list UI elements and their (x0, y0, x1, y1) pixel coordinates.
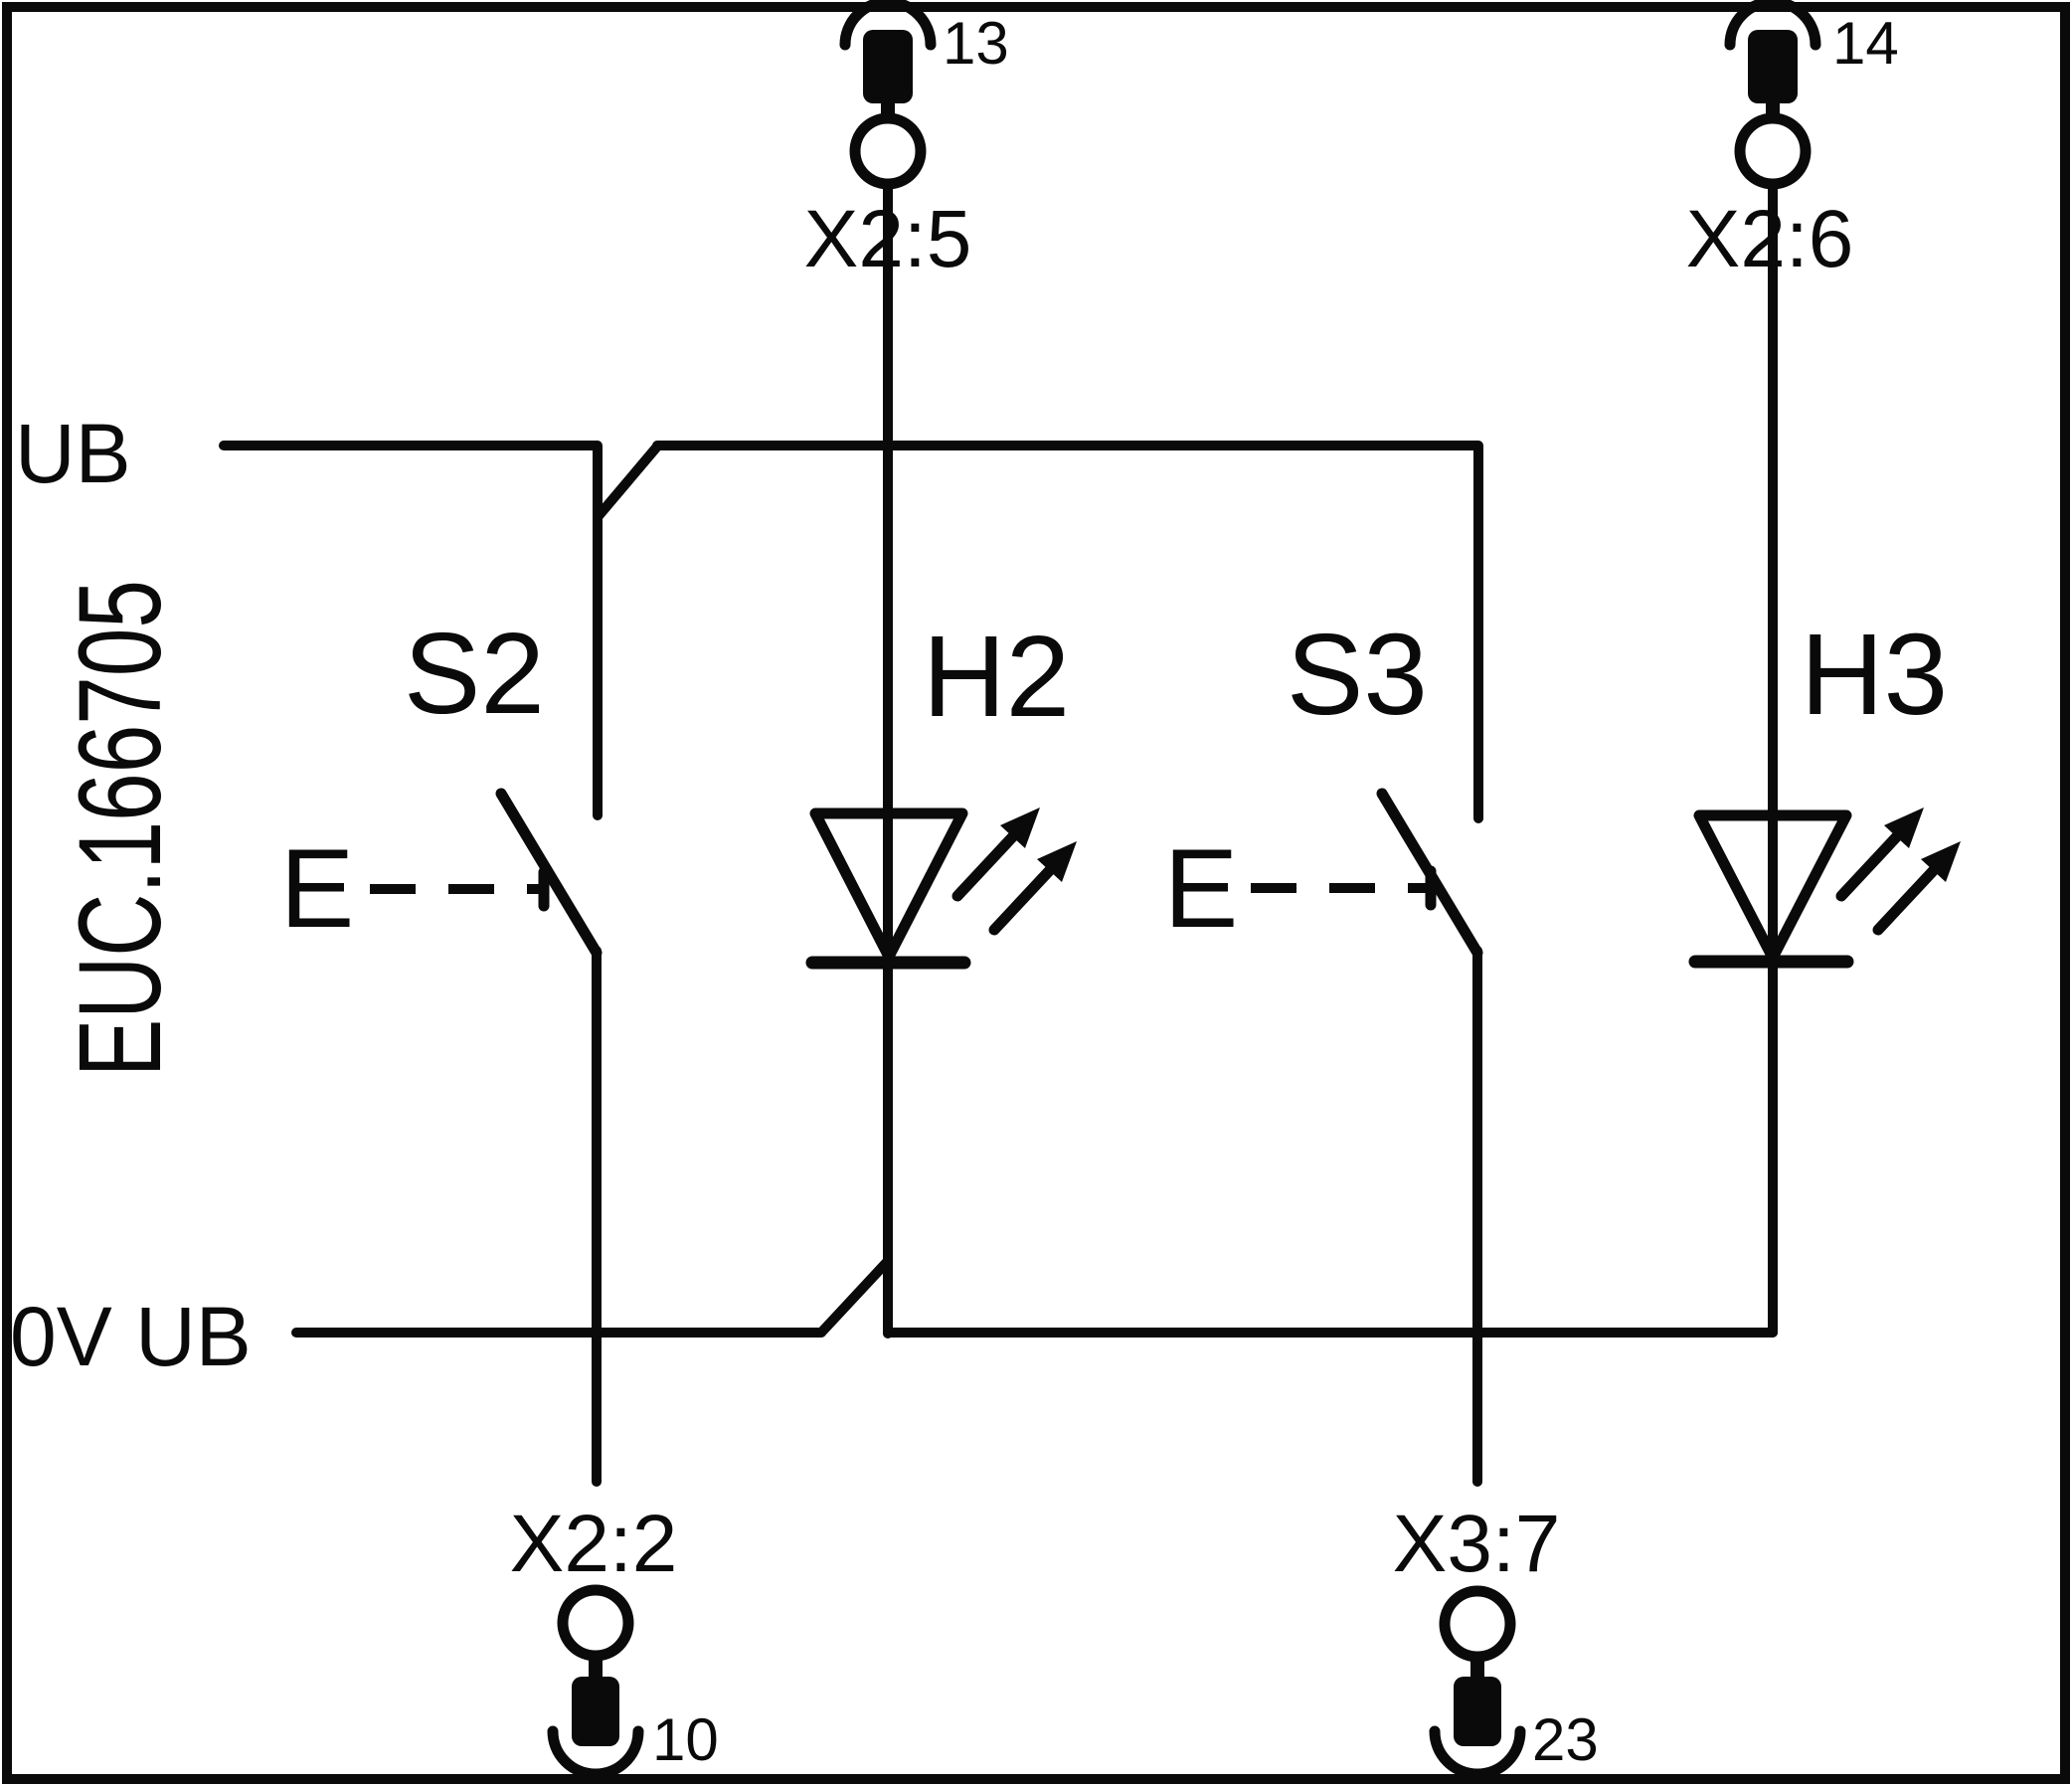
socket-circle-icon (1439, 1585, 1516, 1663)
terminal-name: X3:7 (1393, 1499, 1561, 1589)
ub-wire-left-segment (219, 441, 603, 820)
ub-branch-diagonal-joint (593, 442, 662, 522)
lamp-h3: H3 (1688, 184, 1961, 1338)
actuator-label: E (280, 826, 355, 951)
switch-blade (1376, 788, 1483, 959)
switch-s2: S2 E (280, 609, 603, 1487)
led-light-arrow-icon (957, 807, 1040, 896)
ub-wire-right-segment (652, 441, 1483, 823)
lamp-label: H2 (923, 612, 1070, 741)
switch-label: S3 (1287, 610, 1428, 739)
lamp-h2: H2 (805, 184, 1077, 1339)
plug-contact-icon (572, 1677, 619, 1746)
led-triangle-icon (1693, 809, 1852, 964)
connector-shield-arc-icon (1724, 0, 1821, 51)
pin-number: 14 (1832, 10, 1899, 77)
plug-contact-icon (863, 30, 913, 103)
connector-shield-arc-icon (547, 1725, 644, 1780)
zero-volt-rail: 0V UB (10, 1256, 1778, 1383)
rail-label-0v-ub: 0V UB (10, 1290, 252, 1383)
top-connector-x2-6: 14 X2:6 (1686, 0, 1899, 284)
ub-rail: UB (15, 407, 1483, 823)
rail-label-ub: UB (15, 407, 131, 500)
plug-contact-icon (1748, 30, 1798, 103)
connector-shield-arc-icon (1429, 1725, 1526, 1780)
led-light-arrow-icon (994, 841, 1077, 930)
plug-contact-icon (1454, 1677, 1501, 1746)
switch-s3: S3 E (1164, 610, 1483, 1487)
socket-circle-icon (849, 112, 927, 190)
socket-circle-icon (1734, 112, 1812, 190)
led-triangle-icon (809, 807, 968, 963)
socket-circle-icon (557, 1584, 634, 1662)
lamp-label: H3 (1801, 610, 1948, 739)
pin-number: 13 (943, 10, 1009, 77)
pin-number: 10 (652, 1706, 719, 1773)
top-connector-x2-5: 13 X2:5 (804, 0, 1009, 284)
zero-volt-branch-diagonal-joint (816, 1256, 893, 1338)
terminal-name: X2:2 (510, 1499, 678, 1589)
bottom-connector-x3-7: X3:7 23 (1393, 1499, 1599, 1780)
bottom-connector-x2-2: X2:2 10 (510, 1499, 719, 1780)
switch-blade (495, 788, 603, 959)
switch-label: S2 (404, 609, 545, 738)
device-id-label: EUC.166705 (55, 580, 186, 1077)
led-light-arrow-icon (1841, 807, 1924, 896)
connector-shield-arc-icon (839, 0, 937, 51)
pin-number: 23 (1532, 1706, 1599, 1773)
actuator-label: E (1164, 826, 1239, 951)
led-light-arrow-icon (1878, 841, 1961, 930)
